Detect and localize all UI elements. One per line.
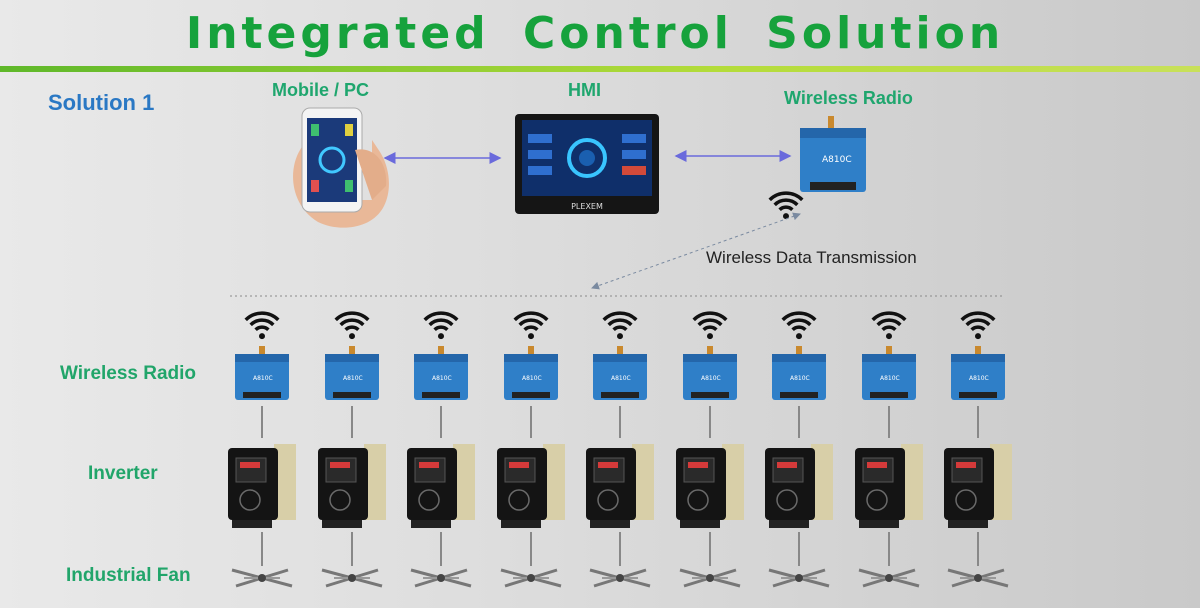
page-title: Integrated Control Solution (185, 8, 1005, 59)
mobile-phone-icon (293, 107, 389, 228)
hmi-screen-icon: PLEXEM (515, 114, 659, 214)
node-column: A810C (855, 311, 923, 588)
row-label-industrial-fan: Industrial Fan (66, 565, 191, 586)
node-column: A810C (944, 311, 1012, 588)
inverter-icon (497, 444, 565, 528)
wifi-icon (334, 311, 370, 340)
wifi-icon (513, 311, 549, 340)
wireless-radio-icon: A810C (772, 346, 826, 400)
wireless-radio-icon: A810C (325, 346, 379, 400)
node-column: A810C (676, 311, 744, 588)
row-label-wireless-radio: Wireless Radio (60, 363, 197, 384)
node-columns: A810C A810C A810C A810C A810C A810C A810C A810C… (228, 311, 1012, 588)
radio-model: A810C (253, 375, 273, 382)
mobile-pc-label: Mobile / PC (272, 80, 370, 100)
top-radio-label: Wireless Radio (784, 88, 913, 108)
hmi-label: HMI (568, 80, 601, 100)
radio-model: A810C (522, 375, 542, 382)
wireless-radio-icon: A810C (235, 346, 289, 400)
wifi-icon (960, 311, 996, 340)
wireless-radio-icon: A810C (683, 346, 737, 400)
solution-label: Solution 1 (48, 90, 155, 115)
radio-model: A810C (969, 375, 989, 382)
node-column: A810C (228, 311, 296, 588)
top-radio-model: A810C (822, 155, 852, 165)
wifi-icon (423, 311, 459, 340)
inverter-icon (318, 444, 386, 528)
wifi-icon (781, 311, 817, 340)
inverter-icon (944, 444, 1012, 528)
node-column: A810C (407, 311, 475, 588)
wireless-data-link (591, 212, 801, 290)
wireless-radio-icon: A810C (414, 346, 468, 400)
row-label-inverter: Inverter (88, 463, 158, 484)
wifi-icon (692, 311, 728, 340)
inverter-icon (586, 444, 654, 528)
inverter-icon (765, 444, 833, 528)
radio-model: A810C (611, 375, 631, 382)
hmi-brand: PLEXEM (571, 202, 603, 211)
wireless-radio-icon: A810C (593, 346, 647, 400)
wireless-radio-icon: A810C (862, 346, 916, 400)
radio-model: A810C (790, 375, 810, 382)
industrial-fan-icon (321, 568, 383, 588)
inverter-icon (407, 444, 475, 528)
wifi-icon (602, 311, 638, 340)
top-wireless-radio-icon: A810C (800, 116, 866, 192)
industrial-fan-icon (947, 568, 1009, 588)
wireless-radio-icon: A810C (951, 346, 1005, 400)
wifi-icon (244, 311, 280, 340)
industrial-fan-icon (231, 568, 293, 588)
industrial-fan-icon (500, 568, 562, 588)
industrial-fan-icon (410, 568, 472, 588)
wifi-icon (871, 311, 907, 340)
industrial-fan-icon (589, 568, 651, 588)
top-wifi-icon (768, 191, 804, 220)
industrial-fan-icon (679, 568, 741, 588)
radio-model: A810C (343, 375, 363, 382)
node-column: A810C (586, 311, 654, 588)
wireless-radio-icon: A810C (504, 346, 558, 400)
node-column: A810C (497, 311, 565, 588)
inverter-icon (855, 444, 923, 528)
radio-model: A810C (432, 375, 452, 382)
inverter-icon (228, 444, 296, 528)
radio-model: A810C (701, 375, 721, 382)
node-column: A810C (318, 311, 386, 588)
title-underline (0, 66, 1200, 72)
inverter-icon (676, 444, 744, 528)
node-column: A810C (765, 311, 833, 588)
radio-model: A810C (880, 375, 900, 382)
industrial-fan-icon (768, 568, 830, 588)
industrial-fan-icon (858, 568, 920, 588)
